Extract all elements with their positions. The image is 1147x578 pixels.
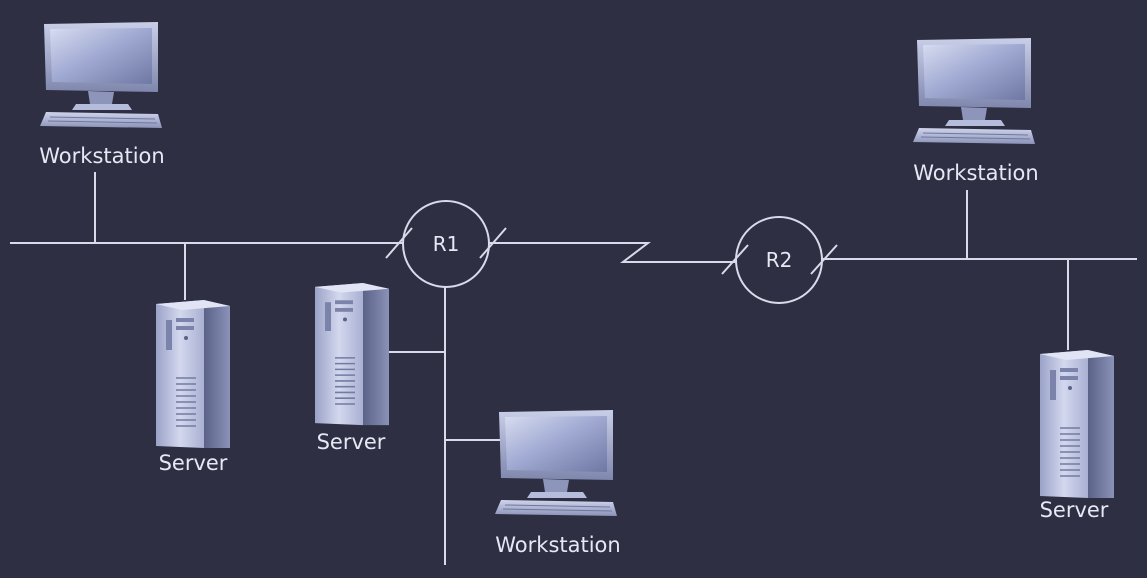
server-tower-icon (1039, 349, 1115, 499)
workstation-top-left-label: Workstation (39, 144, 164, 168)
network-links (10, 172, 1137, 565)
server-left: Server (155, 299, 231, 475)
workstation-icon (912, 37, 1036, 145)
workstation-top-right-label: Workstation (913, 161, 1038, 185)
server-tower-icon (314, 282, 390, 426)
workstation-top-right: Workstation (912, 37, 1039, 185)
wan-link-r1-r2 (489, 242, 736, 263)
workstation-icon (494, 409, 618, 517)
server-right-label: Server (1040, 498, 1109, 522)
server-right: Server (1039, 349, 1115, 522)
workstation-icon (39, 21, 163, 129)
router-r2-label: R2 (766, 248, 793, 272)
workstation-bottom-label: Workstation (495, 533, 620, 557)
server-middle: Server (314, 282, 390, 454)
router-r1-label: R1 (433, 232, 460, 256)
workstation-top-left: Workstation (39, 21, 165, 168)
workstation-bottom: Workstation (494, 409, 621, 557)
router-r2: R2 (721, 216, 838, 304)
server-middle-label: Server (317, 430, 386, 454)
server-tower-icon (155, 299, 231, 449)
router-r1: R1 (385, 200, 507, 288)
server-left-label: Server (159, 451, 228, 475)
